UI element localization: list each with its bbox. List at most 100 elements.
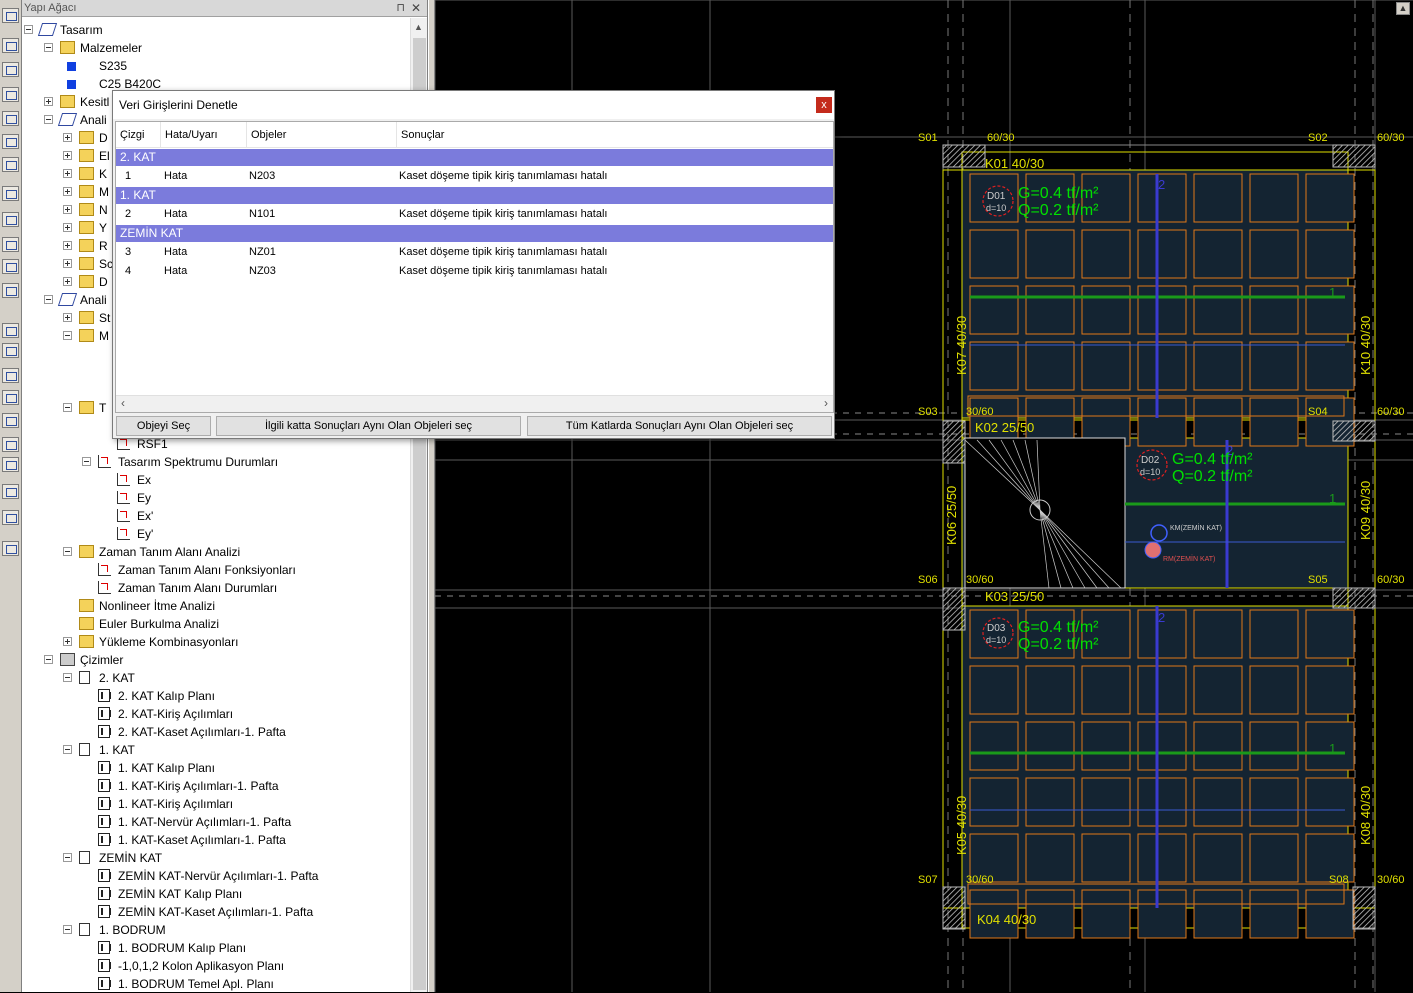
cad-label: 2	[1226, 443, 1233, 458]
cad-label: S04	[1308, 406, 1328, 418]
expand-icon[interactable]	[44, 97, 53, 106]
group-header[interactable]: 1. KAT	[116, 187, 833, 204]
expand-icon[interactable]	[63, 169, 72, 178]
collapse-icon[interactable]	[63, 853, 72, 862]
tool-print-icon[interactable]	[2, 259, 19, 274]
expand-icon[interactable]	[63, 187, 72, 196]
cell-type: Hata	[164, 246, 188, 258]
maximize-icon[interactable]: ▲	[1396, 2, 1410, 15]
tree-node-label: R	[99, 239, 108, 253]
group-header[interactable]: 2. KAT	[116, 149, 833, 166]
cad-label: 30/60	[966, 406, 994, 418]
tool-frame-icon[interactable]	[2, 283, 19, 298]
expand-icon[interactable]	[63, 313, 72, 322]
close-icon[interactable]: ✕	[410, 1, 421, 15]
collapse-icon[interactable]	[63, 673, 72, 682]
pin-icon[interactable]: ⊓	[396, 2, 405, 14]
tool-move-icon[interactable]	[2, 111, 19, 126]
collapse-icon[interactable]	[44, 655, 53, 664]
cad-label: K08 40/30	[1358, 786, 1373, 845]
collapse-icon[interactable]	[63, 331, 72, 340]
tool-edit-icon[interactable]	[2, 413, 19, 428]
column-header-type[interactable]: Hata/Uyarı	[161, 122, 247, 148]
tool-layers-icon[interactable]	[2, 237, 19, 252]
select-object-button[interactable]: Objeyi Seç	[116, 416, 211, 436]
expand-icon[interactable]	[63, 133, 72, 142]
tool-select-icon[interactable]	[2, 38, 19, 53]
tree-node-label: S235	[99, 59, 128, 73]
select-same-floor-button[interactable]: İlgili katta Sonuçları Aynı Olan Objeler…	[216, 416, 521, 436]
coffer	[1137, 229, 1187, 279]
expand-icon[interactable]	[63, 637, 72, 646]
tool-grid-icon[interactable]	[2, 484, 19, 499]
list-horizontal-scrollbar[interactable]: ‹ ›	[116, 395, 833, 412]
group-header[interactable]: ZEMİN KAT	[116, 225, 833, 242]
column	[1332, 587, 1376, 609]
collapse-icon[interactable]	[44, 115, 53, 124]
coffer	[1137, 173, 1187, 223]
cad-label: K09 40/30	[1358, 481, 1373, 540]
results-listview[interactable]: Çizgi Hata/Uyarı Objeler Sonuçlar 2. KAT…	[115, 121, 834, 413]
cad-label: D03	[987, 623, 1006, 634]
tool-points-icon[interactable]	[2, 343, 19, 358]
tool-axis-icon[interactable]	[2, 323, 19, 338]
coffer	[1137, 777, 1187, 827]
collapse-icon[interactable]	[63, 547, 72, 556]
collapse-icon[interactable]	[63, 403, 72, 412]
collapse-icon[interactable]	[24, 25, 33, 34]
folder-icon	[79, 257, 94, 270]
tool-copy-icon[interactable]	[2, 134, 19, 149]
collapse-icon[interactable]	[63, 745, 72, 754]
coffer	[969, 833, 1019, 883]
expand-icon[interactable]	[63, 205, 72, 214]
select-all-floors-button[interactable]: Tüm Katlarda Sonuçları Aynı Olan Objeler…	[527, 416, 832, 436]
cad-label: d=10	[1140, 467, 1160, 477]
tool-pointer-icon[interactable]	[2, 62, 19, 77]
expand-icon[interactable]	[63, 151, 72, 160]
tool-diagonal-icon[interactable]	[2, 437, 19, 452]
cad-label: d=10	[986, 203, 1006, 213]
expand-icon[interactable]	[63, 241, 72, 250]
scroll-left-icon[interactable]: ‹	[121, 396, 125, 410]
tool-binoculars-icon[interactable]	[2, 541, 19, 556]
tool-line-icon[interactable]	[2, 368, 19, 383]
expand-icon[interactable]	[63, 259, 72, 268]
column-header-line[interactable]: Çizgi	[116, 122, 161, 148]
expand-icon[interactable]	[63, 223, 72, 232]
cad-label: G=0.4 tf/m²	[1018, 619, 1099, 636]
tree-node-label: Tasarım Spektrumu Durumları	[118, 455, 279, 469]
tool-column-icon[interactable]	[2, 457, 19, 472]
collapse-icon[interactable]	[44, 295, 53, 304]
column-header-objects[interactable]: Objeler	[247, 122, 397, 148]
expand-icon[interactable]	[63, 277, 72, 286]
folder-icon	[79, 311, 94, 324]
coffer	[1193, 173, 1243, 223]
collapse-icon[interactable]	[82, 457, 91, 466]
tool-table-icon[interactable]	[2, 87, 19, 102]
collapse-icon[interactable]	[63, 925, 72, 934]
column-header-results[interactable]: Sonuçlar	[401, 129, 445, 141]
cad-label: Q=0.2 tf/m²	[1018, 636, 1099, 653]
cad-label: K10 40/30	[1358, 316, 1373, 375]
tool-list-icon[interactable]	[2, 8, 19, 23]
graph-icon	[117, 473, 130, 486]
tool-beam-icon[interactable]	[2, 212, 19, 227]
folder-icon	[60, 95, 75, 108]
dialog-close-button[interactable]: x	[816, 97, 832, 113]
coffer	[1193, 777, 1243, 827]
cad-label: KM(ZEMİN KAT)	[1170, 523, 1222, 532]
tool-calculator-icon[interactable]	[2, 157, 19, 172]
scroll-up-icon[interactable]: ▲	[414, 22, 423, 32]
tool-report-icon[interactable]	[2, 186, 19, 201]
scroll-right-icon[interactable]: ›	[824, 396, 828, 410]
coffer	[1081, 833, 1131, 883]
coffer	[1025, 609, 1075, 659]
tool-dimension-icon[interactable]	[2, 390, 19, 405]
collapse-icon[interactable]	[44, 43, 53, 52]
tool-autorbc-icon[interactable]	[2, 510, 19, 525]
